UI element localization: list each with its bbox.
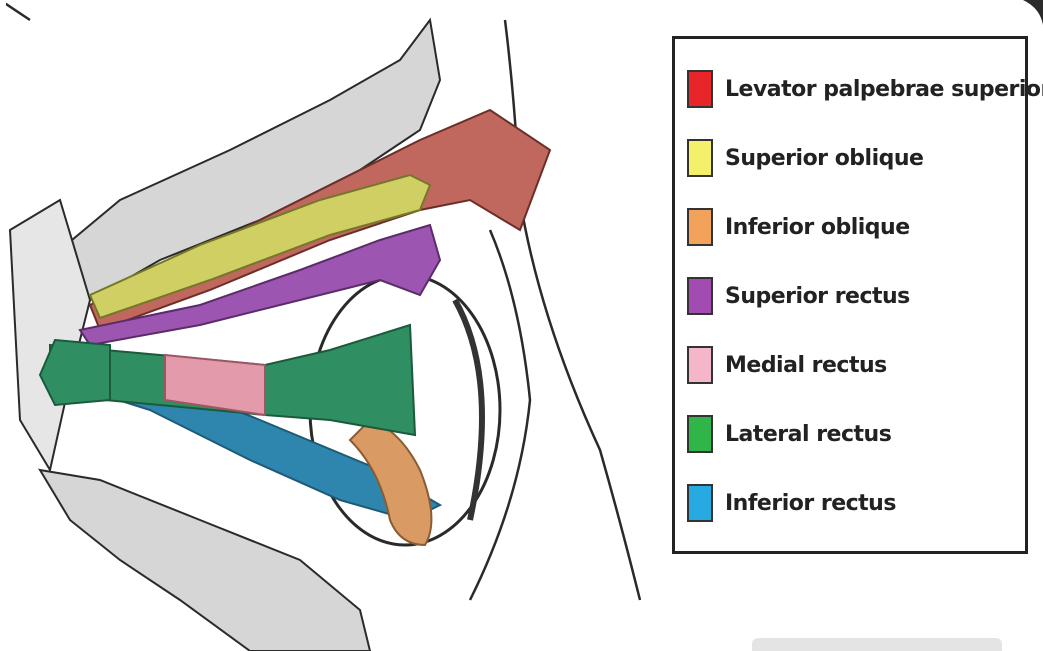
- legend-item: Superior rectus: [687, 274, 910, 318]
- legend-label: Medial rectus: [725, 353, 887, 378]
- legend-label: Inferior oblique: [725, 215, 910, 240]
- legend-label: Superior oblique: [725, 146, 923, 171]
- legend-swatch: [687, 70, 713, 108]
- image-corner-right: [1023, 0, 1043, 25]
- legend-swatch: [687, 484, 713, 522]
- image-corner-left: [0, 0, 6, 651]
- legend-item: Levator palpebrae superioris: [687, 67, 1043, 111]
- legend-label: Lateral rectus: [725, 422, 891, 447]
- watermark-logo: [752, 638, 1002, 651]
- legend-swatch: [687, 346, 713, 384]
- legend-item: Inferior oblique: [687, 205, 910, 249]
- legend-label: Levator palpebrae superioris: [725, 77, 1043, 102]
- orbit-floor: [40, 470, 370, 651]
- legend-label: Superior rectus: [725, 284, 910, 309]
- legend-label: Inferior rectus: [725, 491, 896, 516]
- legend-swatch: [687, 415, 713, 453]
- annulus: [40, 340, 110, 405]
- legend-item: Inferior rectus: [687, 481, 896, 525]
- legend-swatch: [687, 208, 713, 246]
- legend-item: Superior oblique: [687, 136, 923, 180]
- legend-swatch: [687, 277, 713, 315]
- legend-swatch: [687, 139, 713, 177]
- legend-item: Lateral rectus: [687, 412, 891, 456]
- legend-item: Medial rectus: [687, 343, 887, 387]
